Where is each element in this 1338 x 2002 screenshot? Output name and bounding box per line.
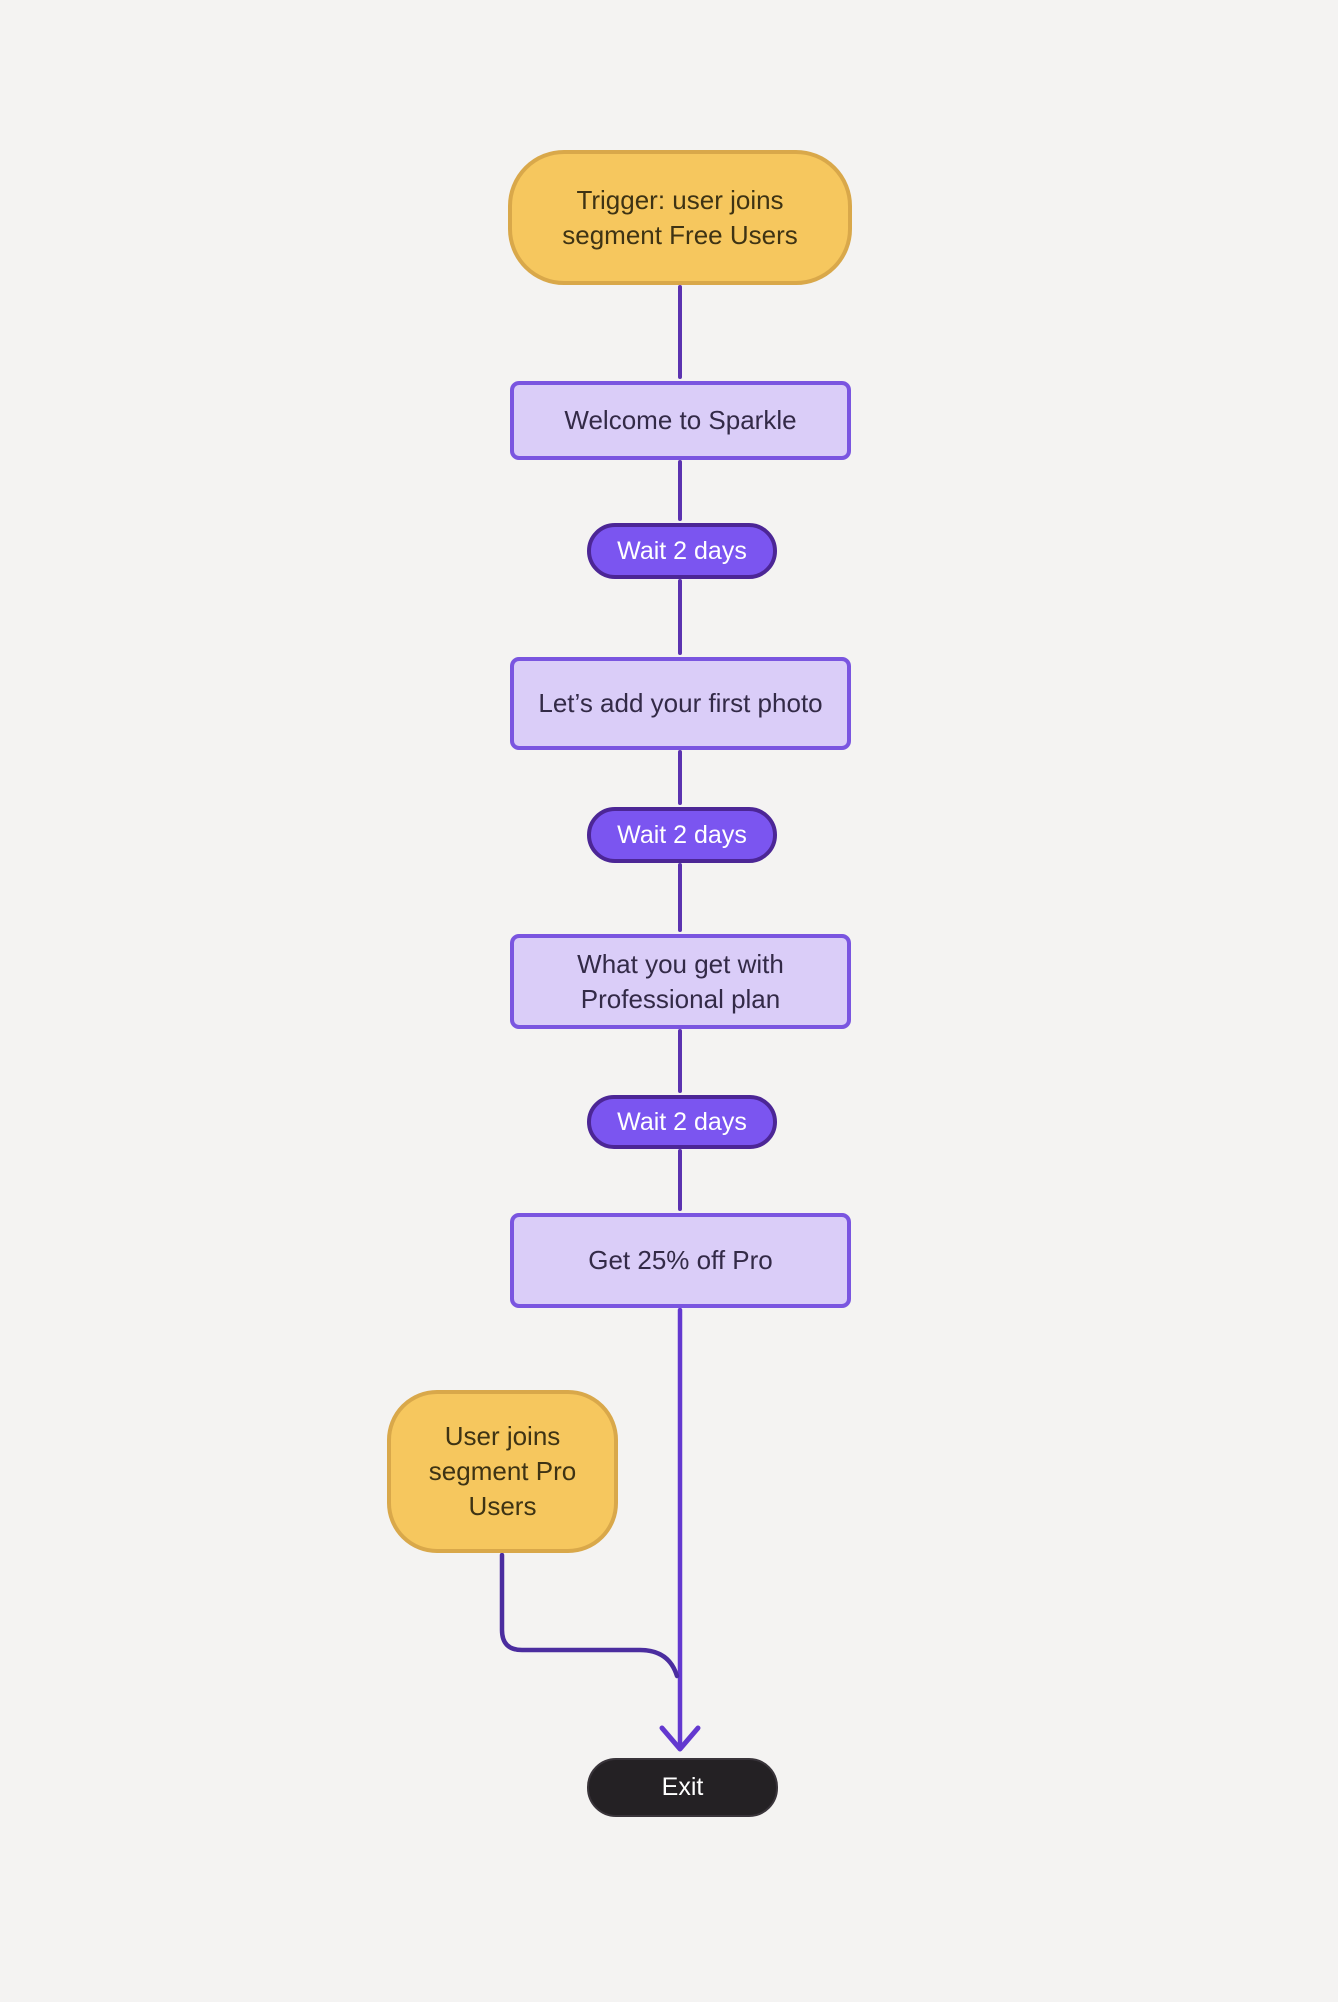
segment-label-line2: segment Pro: [428, 1456, 577, 1486]
email-label: Get 25% off Pro: [588, 1245, 773, 1275]
connector-prosegment-exit: [499, 1552, 680, 1679]
segment-node-pro-users[interactable]: User joins segment Pro Users: [387, 1390, 618, 1553]
email-label-line1: What you get with: [577, 948, 784, 979]
segment-label-line3: Users: [468, 1491, 537, 1521]
arrow-down-icon: [659, 1725, 701, 1752]
segment-label-line1: User joins: [444, 1421, 561, 1451]
email-node-discount[interactable]: Get 25% off Pro: [510, 1213, 851, 1308]
email-label-line2: Professional plan: [580, 983, 781, 1014]
email-label: Welcome to Sparkle: [564, 405, 797, 435]
trigger-label-line2: segment Free Users: [562, 219, 798, 250]
trigger-node-free-users[interactable]: Trigger: user joins segment Free Users: [508, 150, 852, 285]
wait-label: Wait 2 days: [617, 536, 747, 565]
email-node-first-photo[interactable]: Let’s add your first photo: [510, 657, 851, 750]
exit-node[interactable]: Exit: [587, 1758, 778, 1817]
exit-label: Exit: [661, 1773, 704, 1801]
wait-node-1[interactable]: Wait 2 days: [587, 523, 777, 579]
wait-node-2[interactable]: Wait 2 days: [587, 807, 777, 863]
wait-label: Wait 2 days: [617, 820, 747, 849]
wait-label: Wait 2 days: [617, 1107, 747, 1136]
wait-node-3[interactable]: Wait 2 days: [587, 1095, 777, 1149]
email-label: Let’s add your first photo: [538, 688, 823, 718]
email-node-professional-plan[interactable]: What you get with Professional plan: [510, 934, 851, 1029]
trigger-label-line1: Trigger: user joins: [576, 184, 784, 215]
email-node-welcome[interactable]: Welcome to Sparkle: [510, 381, 851, 460]
